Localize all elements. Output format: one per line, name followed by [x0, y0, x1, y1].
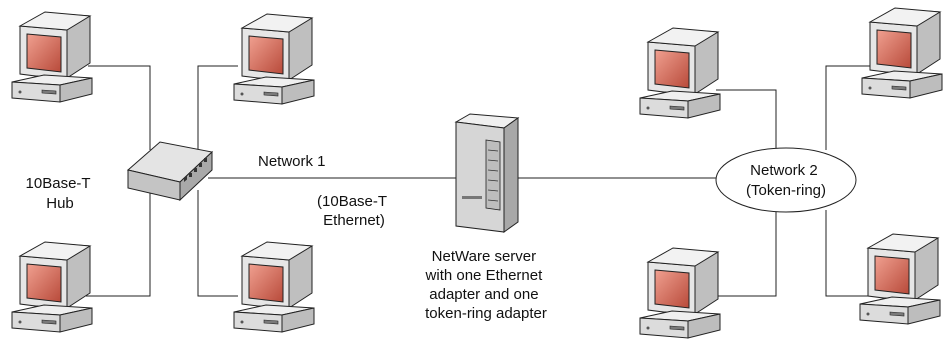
computer-workstation-icon: [11, 11, 93, 103]
hub-label-line: Hub: [46, 195, 74, 212]
computer-workstation-icon: [861, 7, 943, 99]
computer-workstation-icon: [233, 13, 315, 105]
link-ring-pc-bottom-right-b: [825, 210, 868, 297]
link-hub-pc-bottom-left: [86, 190, 151, 297]
hub-label: 10Base-T Hub: [26, 175, 95, 212]
network2-label-line: Network 2: [750, 162, 818, 179]
network1-label: Network 1: [258, 153, 326, 170]
network1-type-label: (10Base-T Ethernet): [317, 193, 391, 229]
server-label: NetWare server with one Ethernet adapter…: [425, 248, 547, 322]
link-hub-pc-top-center: [197, 65, 238, 150]
link-ring-pc-bottom-right-a: [716, 212, 777, 297]
token-ring-ellipse: [715, 147, 857, 213]
computer-workstation-icon: [11, 241, 93, 333]
link-hub-pc-top-left: [88, 65, 151, 150]
server-label-line: NetWare server: [432, 248, 536, 265]
hub-label-line: 10Base-T: [26, 175, 91, 192]
computer-workstation-icon: [639, 247, 721, 339]
server-label-line: adapter and one: [429, 286, 538, 303]
link-hub-pc-bottom-center: [197, 190, 238, 297]
network2-label: Network 2 (Token-ring): [746, 162, 826, 199]
network1-type-line: Ethernet): [323, 212, 385, 229]
ethernet-hub-icon: [126, 141, 214, 202]
computer-workstation-icon: [859, 233, 941, 325]
tower-server-icon: [454, 113, 520, 233]
network1-label-line: Network 1: [258, 153, 326, 170]
network2-label-line: (Token-ring): [746, 182, 826, 199]
computer-workstation-icon: [639, 27, 721, 119]
server-label-line: token-ring adapter: [425, 305, 547, 322]
server-label-line: with one Ethernet: [425, 267, 544, 284]
link-ring-pc-top-right-b: [825, 65, 870, 150]
network1-type-line: (10Base-T: [317, 193, 387, 210]
network-links: [86, 65, 870, 297]
computer-workstation-icon: [233, 241, 315, 333]
link-ring-pc-top-right-a: [716, 89, 777, 148]
